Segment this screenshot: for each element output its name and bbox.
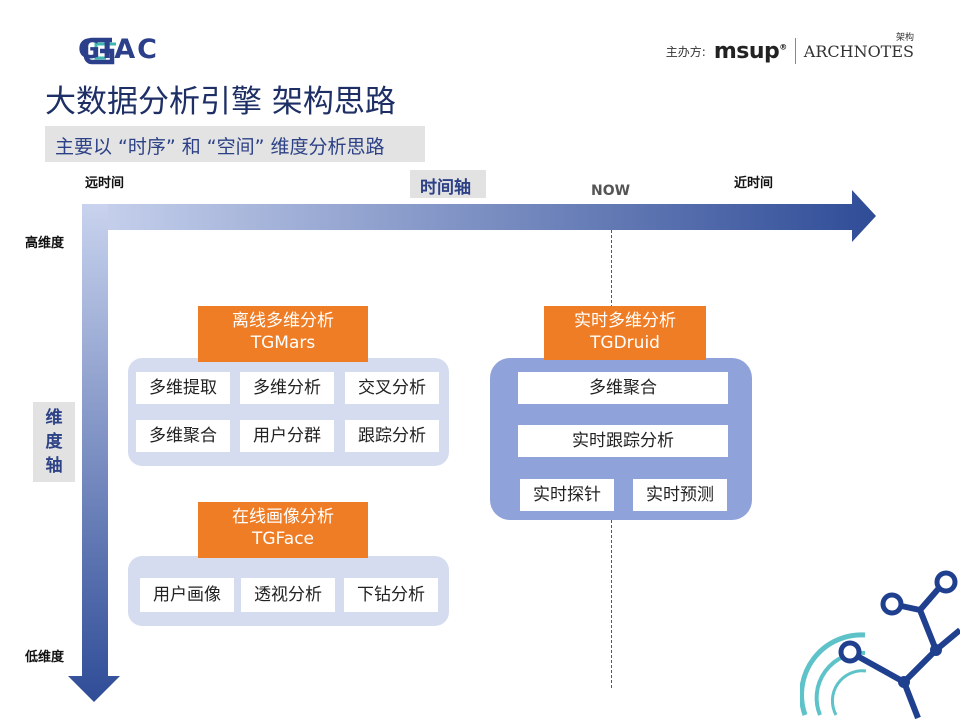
dimension-axis-char: 度: [45, 432, 63, 452]
realtime-cell: 多维聚合: [518, 372, 728, 404]
online-profile-header: 在线画像分析 TGFace: [198, 502, 368, 558]
dimension-axis-char: 轴: [45, 456, 63, 476]
low-dimension-label: 低维度: [25, 650, 65, 665]
online-profile-engine: TGFace: [252, 529, 314, 549]
brand-name: GIAC: [78, 34, 159, 65]
offline-cell: 多维分析: [240, 372, 334, 404]
archnotes-logo: ARCHNOTES 架构: [803, 33, 914, 61]
dimension-axis-label-background: [33, 402, 75, 482]
far-time-label: 远时间: [85, 176, 125, 191]
realtime-analysis-title: 实时多维分析: [574, 311, 676, 331]
dimension-axis-char: 维: [45, 408, 63, 428]
dimension-axis-label: 维 度 轴: [44, 406, 64, 478]
near-time-label: 近时间: [734, 176, 774, 191]
realtime-analysis-engine: TGDruid: [590, 333, 660, 353]
online-profile-title: 在线画像分析: [232, 507, 334, 527]
online-profile-cell: 透视分析: [241, 578, 335, 612]
msup-logo: msup®: [714, 39, 787, 64]
organizer-divider: [794, 38, 796, 64]
time-axis-arrow: [82, 190, 876, 242]
offline-cell: 多维提取: [136, 372, 230, 404]
organizer-logos: 主办方: msup® ARCHNOTES 架构: [665, 33, 914, 64]
organizer-label: 主办方:: [665, 44, 706, 59]
subtitle-background: [45, 126, 425, 162]
high-dimension-label: 高维度: [25, 236, 65, 251]
online-profile-cell: 下钻分析: [344, 578, 438, 612]
offline-cell: 多维聚合: [136, 420, 230, 452]
offline-cell: 跟踪分析: [345, 420, 439, 452]
offline-cell: 交叉分析: [345, 372, 439, 404]
online-profile-cell: 用户画像: [140, 578, 234, 612]
msup-text: msup: [713, 38, 780, 64]
subtitle: 主要以 “时序” 和 “空间” 维度分析思路: [55, 136, 385, 158]
realtime-cell: 实时跟踪分析: [518, 425, 728, 457]
page-title: 大数据分析引擎 架构思路: [45, 84, 396, 120]
time-axis-label: 时间轴: [420, 178, 471, 198]
time-axis-label-background: [410, 170, 486, 198]
giac-logo-icon: [83, 37, 116, 65]
realtime-analysis-header: 实时多维分析 TGDruid: [544, 306, 706, 360]
offline-analysis-engine: TGMars: [250, 333, 316, 353]
realtime-cell: 实时预测: [633, 479, 727, 511]
offline-analysis-title: 离线多维分析: [232, 311, 334, 331]
archnotes-text: ARCHNOTES: [803, 41, 914, 61]
offline-cell: 用户分群: [240, 420, 334, 452]
realtime-cell: 实时探针: [520, 479, 614, 511]
molecule-decoration-icon: [800, 570, 960, 720]
offline-analysis-header: 离线多维分析 TGMars: [198, 306, 368, 362]
archnotes-cn-text: 架构: [895, 32, 914, 43]
dimension-axis-arrow: [68, 204, 120, 702]
registered-mark: ®: [779, 42, 787, 52]
now-label: NOW: [591, 183, 631, 199]
